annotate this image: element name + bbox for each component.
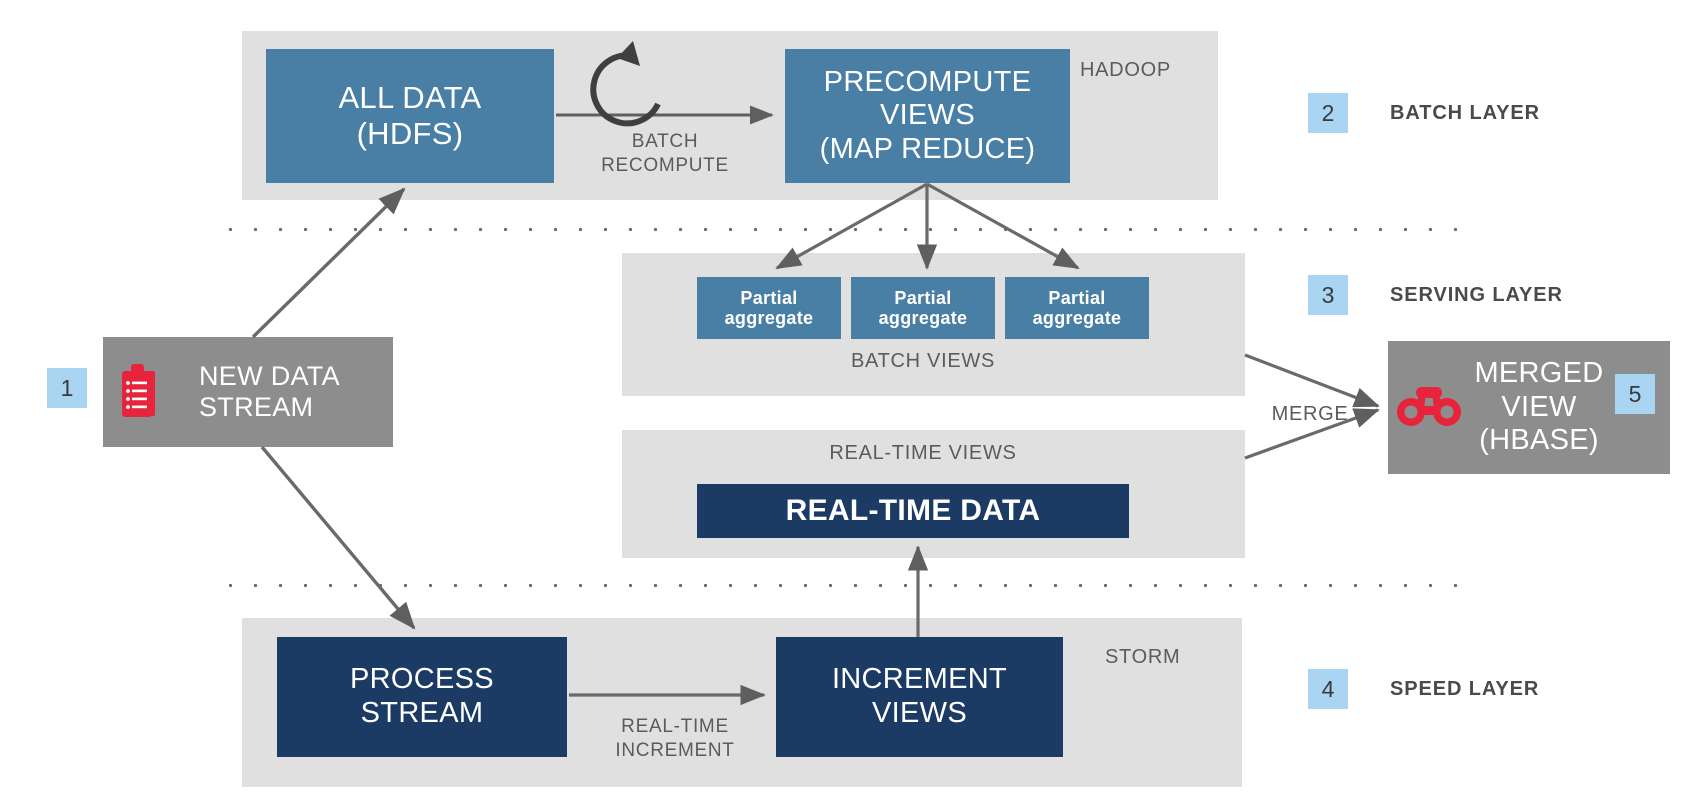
storm-platform-label: STORM bbox=[1105, 646, 1181, 668]
legend-label-speed-layer: SPEED LAYER bbox=[1390, 677, 1540, 700]
partial-aggregate-label-1: Partial aggregate bbox=[724, 287, 814, 328]
realtime-data-label: REAL-TIME DATA bbox=[785, 493, 1041, 527]
new-data-stream-label: NEW DATA STREAM bbox=[199, 360, 340, 422]
process-stream-box[interactable]: PROCESS STREAM bbox=[277, 637, 567, 757]
legend-row-batch-layer: 2 BATCH LAYER bbox=[1308, 93, 1540, 133]
process-stream-label: PROCESS STREAM bbox=[350, 663, 494, 729]
partial-aggregate-label-3: Partial aggregate bbox=[1032, 287, 1122, 328]
arrow-batch-views-to-merged-view bbox=[1244, 353, 1380, 408]
hadoop-platform-label: HADOOP bbox=[1080, 59, 1171, 81]
batch-views-label: BATCH VIEWS bbox=[850, 350, 995, 372]
arrow-stream-to-all-data bbox=[251, 187, 406, 339]
realtime-increment-label: REAL-TIME INCREMENT bbox=[615, 716, 735, 761]
serving-speed-divider bbox=[218, 583, 1478, 588]
merge-label: MERGE bbox=[1271, 403, 1349, 425]
realtime-views-label: REAL-TIME VIEWS bbox=[829, 442, 1017, 464]
partial-aggregate-box-1[interactable]: Partial aggregate bbox=[697, 277, 841, 339]
legend-label-batch-layer: BATCH LAYER bbox=[1390, 101, 1540, 124]
all-data-box[interactable]: ALL DATA (HDFS) bbox=[266, 49, 554, 183]
badge-1: 1 bbox=[47, 368, 87, 408]
precompute-views-label: PRECOMPUTE VIEWS (MAP REDUCE) bbox=[819, 65, 1036, 165]
partial-aggregate-box-3[interactable]: Partial aggregate bbox=[1005, 277, 1149, 339]
increment-views-label: INCREMENT VIEWS bbox=[831, 663, 1008, 729]
all-data-label: ALL DATA (HDFS) bbox=[338, 80, 482, 151]
clipboard-checklist-icon bbox=[116, 362, 172, 424]
batch-serving-divider bbox=[218, 227, 1478, 232]
legend-row-speed-layer: 4 SPEED LAYER bbox=[1308, 669, 1539, 709]
increment-views-box[interactable]: INCREMENT VIEWS bbox=[776, 637, 1063, 757]
partial-aggregate-label-2: Partial aggregate bbox=[878, 287, 968, 328]
badge-5: 5 bbox=[1615, 374, 1655, 414]
legend-badge-3: 3 bbox=[1308, 275, 1348, 315]
precompute-views-box[interactable]: PRECOMPUTE VIEWS (MAP REDUCE) bbox=[785, 49, 1070, 183]
legend-badge-4: 4 bbox=[1308, 669, 1348, 709]
realtime-data-box[interactable]: REAL-TIME DATA bbox=[697, 484, 1129, 538]
arrow-stream-to-process-stream bbox=[260, 445, 416, 630]
legend-badge-2: 2 bbox=[1308, 93, 1348, 133]
legend-row-serving-layer: 3 SERVING LAYER bbox=[1308, 275, 1563, 315]
binoculars-icon bbox=[1396, 384, 1462, 428]
legend-label-serving-layer: SERVING LAYER bbox=[1390, 283, 1563, 306]
batch-recompute-label: BATCH RECOMPUTE bbox=[601, 131, 729, 176]
merged-view-label: MERGED VIEW (HBASE) bbox=[1474, 357, 1604, 457]
partial-aggregate-box-2[interactable]: Partial aggregate bbox=[851, 277, 995, 339]
